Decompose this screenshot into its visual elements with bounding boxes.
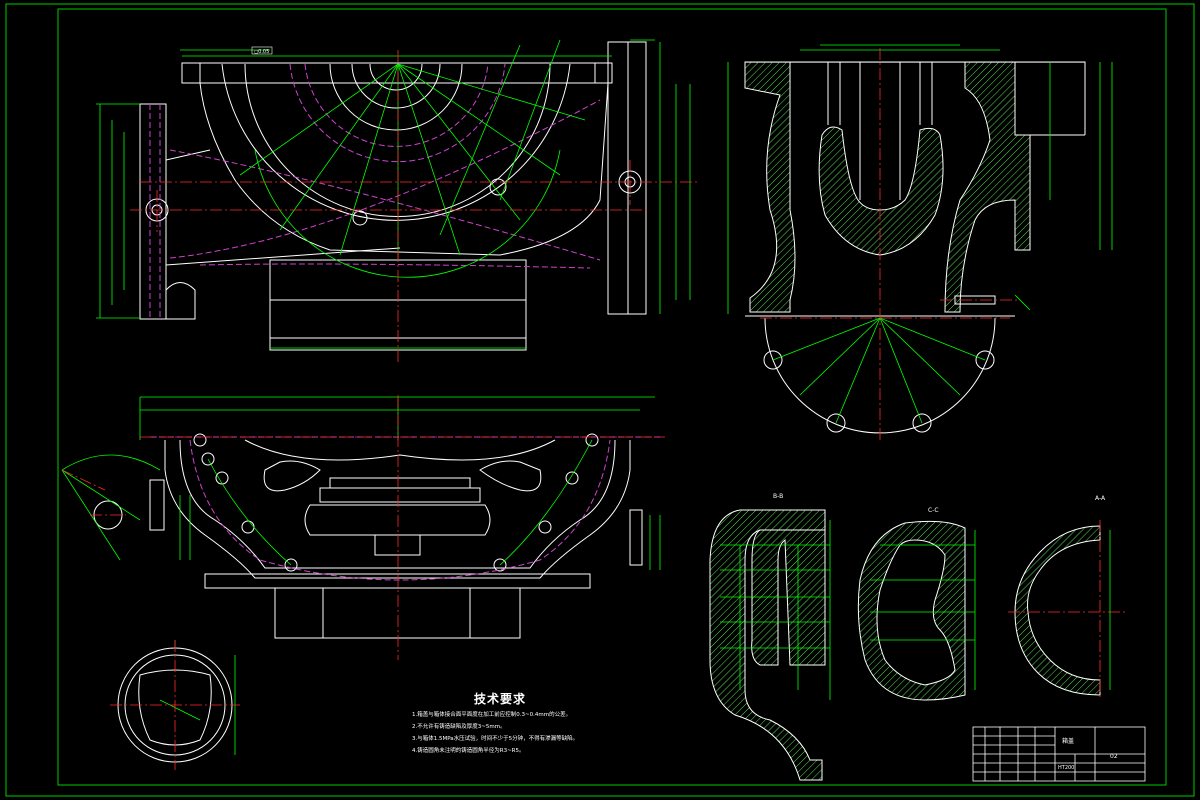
title-block-drawing-no: 02 bbox=[1110, 753, 1118, 760]
title-block-material: HT200 bbox=[1058, 765, 1074, 771]
drawing-border bbox=[5, 3, 1195, 797]
tolerance-tag: ◻0.05 bbox=[254, 49, 269, 55]
tech-requirements-title: 技术要求 bbox=[474, 692, 527, 706]
side-section-view bbox=[727, 44, 1113, 440]
section-a-label: A-A bbox=[1095, 495, 1106, 502]
tech-requirement-1: 1.箱盖与箱体接合面平面度在加工前应控制0.3~0.4mm的公差。 bbox=[412, 712, 572, 718]
tech-requirement-3: 3.与箱体1.5MPa水压试验，时间不少于5分钟，不得有渗漏等缺陷。 bbox=[412, 736, 579, 742]
tech-requirement-4: 4.铸造圆角未注明的铸造圆角半径为R3~R5。 bbox=[412, 748, 525, 754]
title-block-name: 箱盖 bbox=[1062, 737, 1074, 745]
tolerance-frame bbox=[251, 46, 273, 55]
title-block bbox=[972, 726, 1146, 782]
front-view: ◻0.05 bbox=[96, 39, 700, 365]
section-c: C-C bbox=[857, 507, 976, 701]
section-c-label: C-C bbox=[928, 507, 939, 514]
detail-view bbox=[110, 640, 240, 770]
tech-requirement-2: 2.不允许有铸造缺陷及厚度3~5mm。 bbox=[412, 724, 506, 730]
section-b: B-B bbox=[709, 493, 831, 781]
section-a: A-A bbox=[1008, 495, 1125, 700]
section-b-label: B-B bbox=[773, 493, 783, 500]
top-view bbox=[61, 395, 665, 660]
